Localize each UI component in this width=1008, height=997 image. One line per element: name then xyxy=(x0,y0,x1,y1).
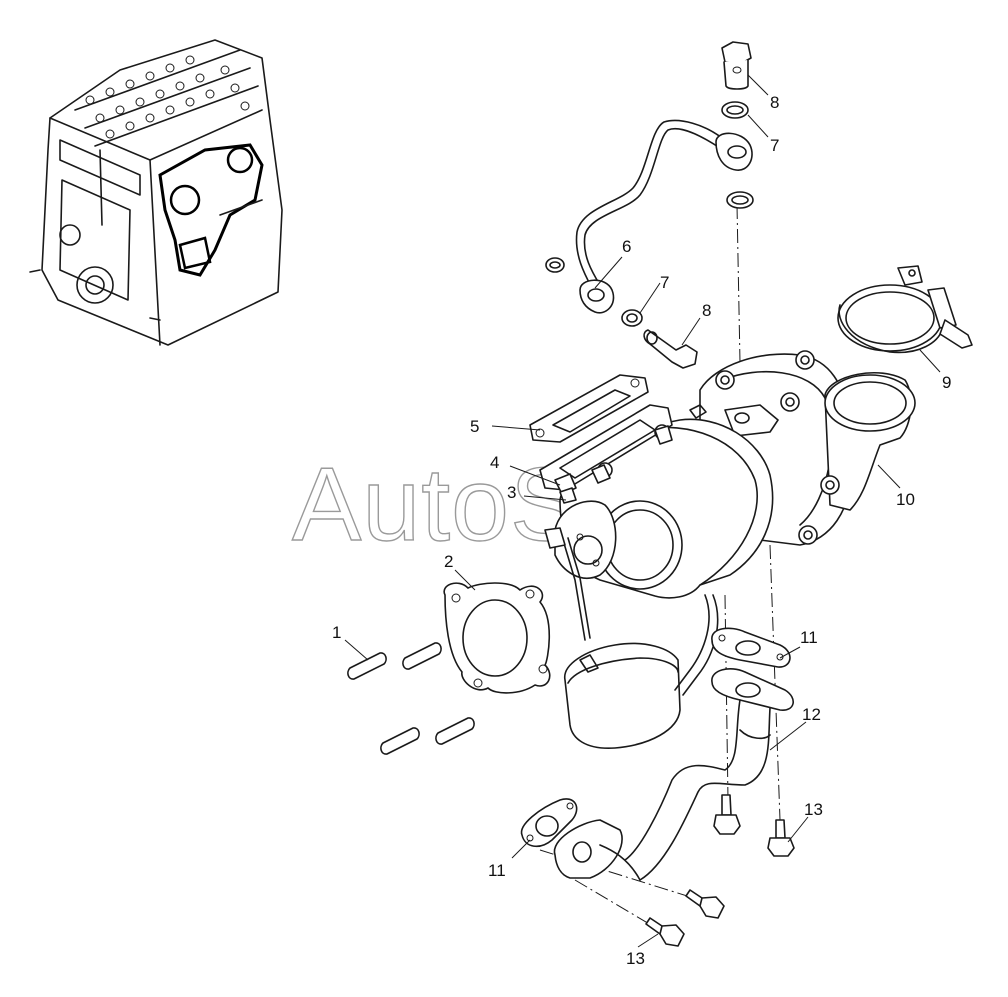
banjo-bolt-upper xyxy=(721,41,752,90)
callout-4: 4 xyxy=(490,453,499,472)
callout-13-lower: 13 xyxy=(626,949,645,968)
oil-return-gasket-lower xyxy=(520,798,578,848)
turbo-flange-gasket xyxy=(529,374,649,443)
sealing-washers-upper xyxy=(721,101,754,209)
callout-8-lower: 8 xyxy=(702,301,711,320)
oil-feed-pipe xyxy=(575,119,753,314)
callout-2: 2 xyxy=(444,552,453,571)
oil-return-gasket-upper xyxy=(711,627,791,668)
callout-7-upper: 7 xyxy=(770,136,779,155)
callout-5: 5 xyxy=(470,417,479,436)
callout-7-lower: 7 xyxy=(660,273,669,292)
banjo-bolt-lower xyxy=(643,329,698,369)
studs-and-nuts xyxy=(554,425,673,504)
flange-bolts xyxy=(645,794,795,947)
callout-leader-lines xyxy=(344,74,941,948)
callout-6: 6 xyxy=(622,237,631,256)
callout-11-lower: 11 xyxy=(488,861,506,880)
callout-9: 9 xyxy=(942,373,951,392)
manifold-studs xyxy=(347,642,475,755)
callout-10: 10 xyxy=(896,490,915,509)
engine-overview-thumbnail xyxy=(29,39,283,346)
callout-8-upper: 8 xyxy=(770,93,779,112)
v-band-clamp xyxy=(837,265,973,354)
turbocharger xyxy=(539,350,916,749)
oil-return-pipe xyxy=(553,668,794,881)
callout-11-upper: 11 xyxy=(800,628,818,647)
callout-13-upper: 13 xyxy=(804,800,823,819)
sealing-washers-lower xyxy=(545,257,643,327)
callout-3: 3 xyxy=(507,483,516,502)
callout-1: 1 xyxy=(332,623,341,642)
callout-labels: 8 7 6 7 8 9 10 5 4 3 2 1 11 12 13 11 13 xyxy=(332,93,951,968)
callout-12: 12 xyxy=(802,705,821,724)
manifold-gasket xyxy=(443,582,551,694)
